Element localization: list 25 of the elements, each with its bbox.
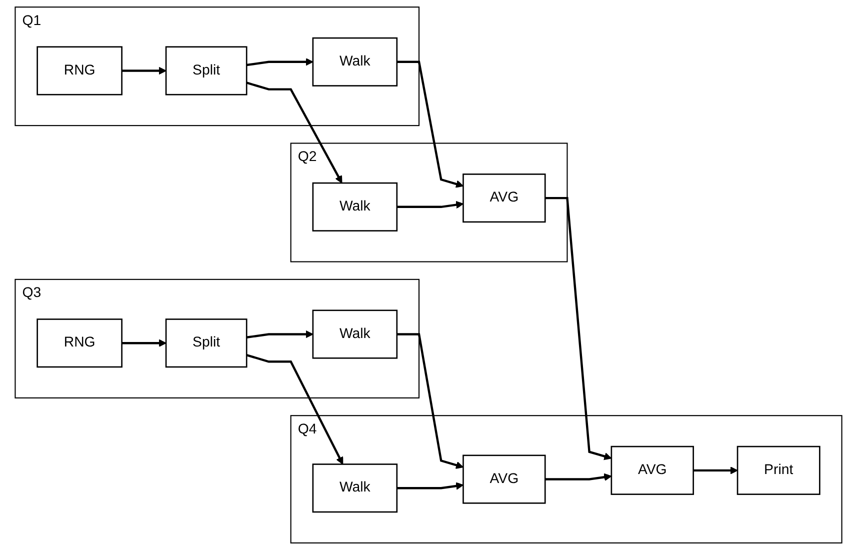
arrow [246, 58, 314, 66]
arrow [396, 200, 464, 209]
node-box: AVG [462, 454, 546, 504]
node-box: RNG [36, 318, 122, 368]
arrow [545, 473, 612, 481]
node-box: AVG [462, 174, 546, 223]
node-box: RNG [36, 46, 122, 96]
arrow [693, 466, 738, 474]
node-box: Split [165, 318, 248, 368]
arrow [122, 339, 166, 347]
node-box: Print [736, 446, 820, 495]
arrow [396, 333, 464, 469]
arrow [396, 482, 464, 490]
node-box: Walk [312, 182, 398, 232]
node-box: AVG [610, 446, 694, 495]
arrow [246, 82, 342, 184]
node-box: Walk [312, 464, 398, 513]
arrow [545, 196, 612, 460]
node-box: Split [165, 46, 248, 96]
node-box: Walk [312, 37, 398, 86]
arrow [246, 330, 314, 338]
arrow [122, 66, 166, 75]
node-box: Walk [312, 310, 398, 359]
arrow [246, 354, 344, 465]
arrow [396, 60, 464, 188]
